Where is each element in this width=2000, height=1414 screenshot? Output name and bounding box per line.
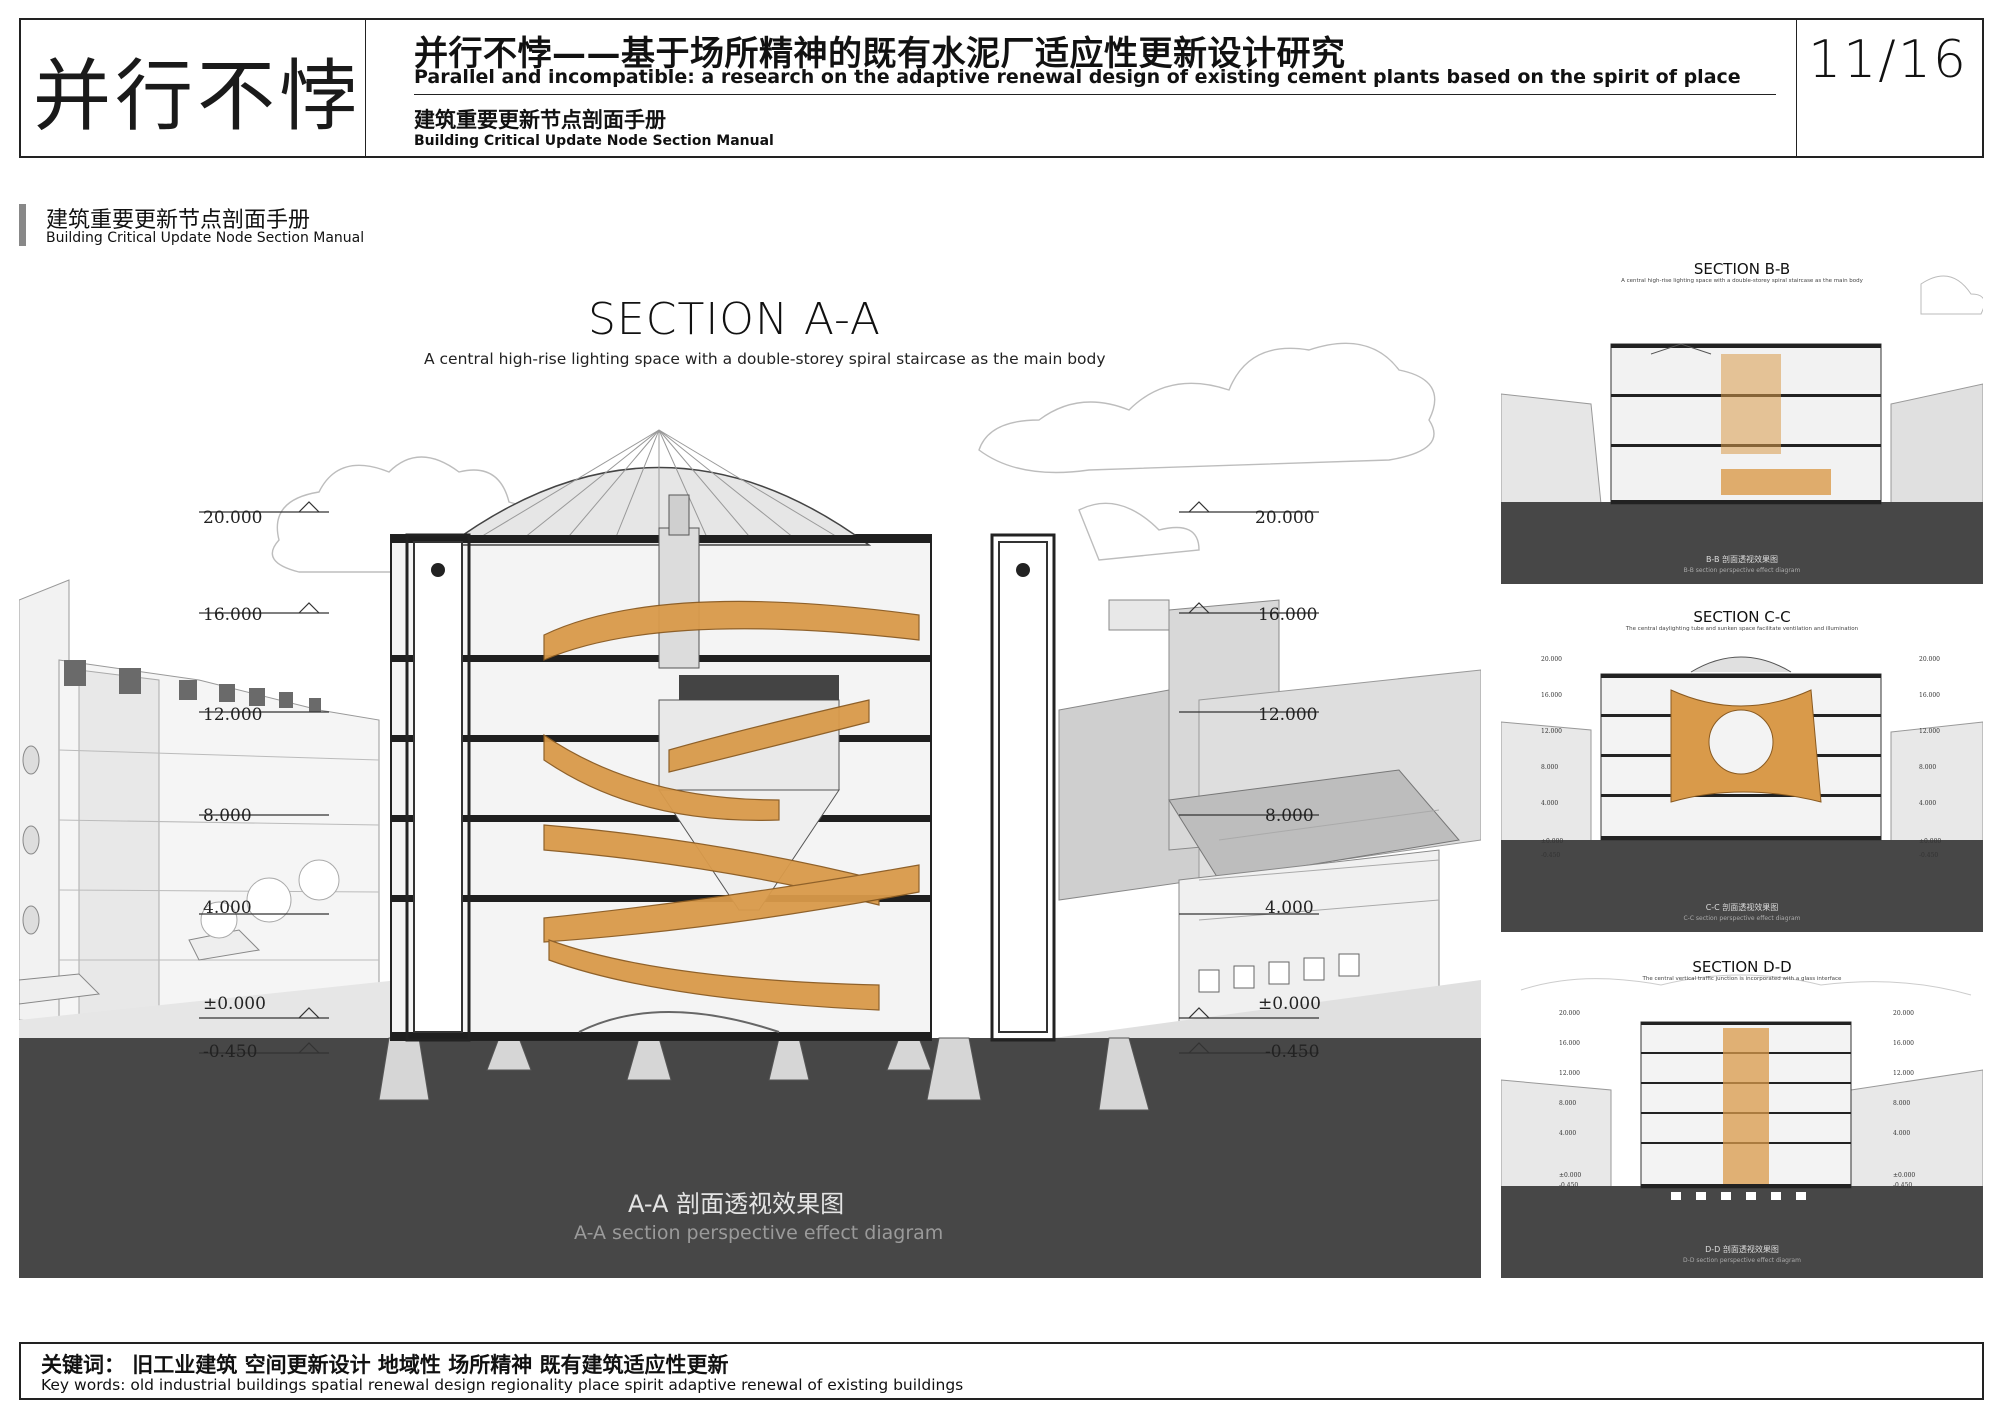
- dd-elev-left-4: 4.000: [1559, 1130, 1577, 1137]
- section-cc-caption-en: C-C section perspective effect diagram: [1683, 915, 1801, 922]
- elev-left-0: ±0.000: [203, 994, 266, 1014]
- cc-elev-right-0: ±0.000: [1919, 838, 1942, 845]
- section-cc-subtitle: The central daylighting tube and sunken …: [1625, 626, 1859, 632]
- dd-elev-left-8: 8.000: [1559, 1100, 1577, 1107]
- cc-elev-right-16: 16.000: [1919, 692, 1940, 699]
- cc-elev-right-12: 12.000: [1919, 728, 1940, 735]
- title-divider: [414, 94, 1776, 95]
- page-number: 11/16: [1808, 30, 1968, 90]
- dd-elev-left-neg: -0.450: [1559, 1182, 1579, 1189]
- section-dd-subtitle: The central vertical traffic junction is…: [1642, 976, 1842, 982]
- elev-left-16: 16.000: [203, 605, 263, 625]
- section-bb-subtitle: A central high-rise lighting space with …: [1621, 278, 1863, 284]
- dd-elev-left-16: 16.000: [1559, 1040, 1580, 1047]
- section-cc-panel: SECTION C-C The central daylighting tube…: [1501, 602, 1983, 932]
- elev-left-12: 12.000: [203, 705, 263, 725]
- dd-elev-right-16: 16.000: [1893, 1040, 1914, 1047]
- section-dd-title: SECTION D-D: [1692, 958, 1792, 976]
- dd-elev-left-12: 12.000: [1559, 1070, 1580, 1077]
- section-label-bar: [19, 204, 26, 246]
- section-cc-caption-cn: C-C 剖面透视效果图: [1705, 903, 1779, 912]
- section-cc-title: SECTION C-C: [1693, 608, 1791, 626]
- section-bb-panel: SECTION B-B A central high-rise lighting…: [1501, 254, 1983, 584]
- dd-elev-right-8: 8.000: [1893, 1100, 1911, 1107]
- dd-elev-right-20: 20.000: [1893, 1010, 1914, 1017]
- brand-title: 并行不悖: [33, 52, 362, 142]
- section-dd-caption-en: D-D section perspective effect diagram: [1683, 1257, 1801, 1264]
- elev-left-neg: -0.450: [203, 1042, 258, 1062]
- elev-right-20: 20.000: [1255, 508, 1315, 528]
- project-title-cn: 并行不悖——基于场所精神的既有水泥厂适应性更新设计研究: [414, 34, 1346, 74]
- section-bb-title: SECTION B-B: [1693, 260, 1791, 278]
- dd-elev-left-20: 20.000: [1559, 1010, 1580, 1017]
- section-cc-drawing: [1501, 656, 1983, 932]
- cc-elev-left-4: 4.000: [1541, 800, 1559, 807]
- cc-elev-right-4: 4.000: [1919, 800, 1937, 807]
- section-aa-caption-cn: A-A 剖面透视效果图: [628, 1190, 845, 1218]
- elev-right-8: 8.000: [1265, 806, 1314, 826]
- dd-elev-right-12: 12.000: [1893, 1070, 1914, 1077]
- dd-elev-right-4: 4.000: [1893, 1130, 1911, 1137]
- ground: [19, 1038, 1481, 1278]
- elev-right-16: 16.000: [1258, 605, 1318, 625]
- section-aa-drawing: [19, 342, 1481, 1278]
- cc-elev-right-8: 8.000: [1919, 764, 1937, 771]
- cc-elev-right-neg: -0.450: [1919, 852, 1939, 859]
- header-box: 并行不悖 并行不悖——基于场所精神的既有水泥厂适应性更新设计研究 Paralle…: [19, 18, 1984, 158]
- elev-left-20: 20.000: [203, 508, 263, 528]
- cc-elev-left-0: ±0.000: [1541, 838, 1564, 845]
- elev-right-0: ±0.000: [1258, 994, 1321, 1014]
- cc-elev-left-20: 20.000: [1541, 656, 1562, 663]
- section-label-en: Building Critical Update Node Section Ma…: [46, 230, 365, 246]
- elev-right-12: 12.000: [1258, 705, 1318, 725]
- elevation-marks-right: [1179, 501, 1319, 1054]
- left-buildings: [19, 579, 399, 1040]
- keywords-box: 关键词： 旧工业建筑 空间更新设计 地域性 场所精神 既有建筑适应性更新 Key…: [19, 1342, 1984, 1400]
- cc-elev-left-12: 12.000: [1541, 728, 1562, 735]
- section-dd-caption-cn: D-D 剖面透视效果图: [1705, 1245, 1779, 1254]
- dd-elev-right-0: ±0.000: [1893, 1172, 1916, 1179]
- section-aa-title: SECTION A-A: [588, 294, 881, 345]
- section-dd-drawing: [1501, 974, 1983, 1278]
- cc-elev-left-16: 16.000: [1541, 692, 1562, 699]
- section-aa-caption-en: A-A section perspective effect diagram: [574, 1222, 944, 1244]
- cc-elev-left-neg: -0.450: [1541, 852, 1561, 859]
- right-buildings: [1039, 599, 1481, 1061]
- dd-elev-right-neg: -0.450: [1893, 1182, 1913, 1189]
- elevation-marks-left: [199, 501, 329, 1054]
- title-cell: 并行不悖——基于场所精神的既有水泥厂适应性更新设计研究 Parallel and…: [366, 20, 1797, 156]
- section-aa-subtitle: A central high-rise lighting space with …: [424, 350, 1106, 368]
- keywords-en: Key words: old industrial buildings spat…: [41, 1376, 964, 1394]
- elev-left-4: 4.000: [203, 898, 252, 918]
- spiral-stairs: [543, 600, 920, 1011]
- section-bb-caption-cn: B-B 剖面透视效果图: [1705, 555, 1779, 564]
- section-aa-panel: [19, 280, 1481, 1278]
- section-label-cn: 建筑重要更新节点剖面手册: [46, 208, 311, 233]
- cc-elev-right-20: 20.000: [1919, 656, 1940, 663]
- brand-cell: 并行不悖: [21, 20, 366, 156]
- foundation-piers: [378, 1037, 1150, 1111]
- sheet-title-en: Building Critical Update Node Section Ma…: [414, 133, 774, 149]
- elev-left-8: 8.000: [203, 806, 252, 826]
- cc-elev-left-8: 8.000: [1541, 764, 1559, 771]
- section-bb-caption-en: B-B section perspective effect diagram: [1683, 567, 1801, 574]
- dd-elev-left-0: ±0.000: [1559, 1172, 1582, 1179]
- elev-right-4: 4.000: [1265, 898, 1314, 918]
- keywords-cn: 关键词： 旧工业建筑 空间更新设计 地域性 场所精神 既有建筑适应性更新: [41, 1353, 729, 1377]
- main-building: [390, 429, 1056, 1042]
- elev-right-neg: -0.450: [1265, 1042, 1320, 1062]
- section-bb-drawing: [1501, 275, 1983, 584]
- section-dd-panel: SECTION D-D The central vertical traffic…: [1501, 950, 1983, 1278]
- sheet-title-cn: 建筑重要更新节点剖面手册: [414, 108, 666, 132]
- project-title-en: Parallel and incompatible: a research on…: [414, 66, 1741, 88]
